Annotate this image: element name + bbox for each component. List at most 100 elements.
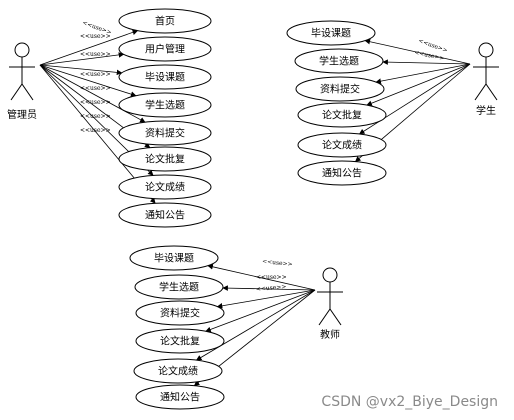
teacher-use-case-4: 论文批复 [135, 328, 225, 354]
admin-use-case-label-7: 论文成绩 [145, 181, 185, 194]
actor-student-head [478, 42, 494, 58]
teacher-use-case-6: 通知公告 [135, 384, 225, 410]
actor-student-label: 学生 [476, 104, 496, 117]
admin-use-case-ellipse-1 [118, 8, 212, 34]
association-lines: <<use>> <<use>> <<use>> <<use>> <<use>> <<use… [39, 19, 471, 387]
student-use-case-label-3: 资料提交 [320, 83, 360, 96]
teacher-stereotype-2: <<use>> [256, 274, 287, 281]
admin-use-case-label-6: 论文批复 [145, 153, 185, 166]
admin-use-case-5: 资料提交 [118, 120, 212, 146]
admin-use-case-3: 毕设课题 [118, 64, 212, 90]
teacher-use-case-label-5: 论文成绩 [158, 365, 198, 378]
admin-use-case-label-8: 通知公告 [145, 209, 185, 222]
admin-stereotype-6: <<use>> [80, 99, 111, 106]
admin-use-case-label-1: 首页 [155, 15, 175, 28]
student-use-case-ellipse-5 [297, 132, 387, 158]
student-association-2 [382, 59, 471, 65]
teacher-use-case-2: 学生选题 [134, 274, 224, 300]
student-use-case-label-1: 毕设课题 [311, 27, 351, 40]
actor-admin-head [14, 42, 30, 58]
student-use-case-label-6: 通知公告 [322, 167, 362, 180]
admin-association-3 [39, 64, 123, 76]
student-association-3 [375, 63, 471, 84]
admin-use-case-1: 首页 [118, 8, 212, 34]
admin-association-4 [39, 64, 137, 97]
teacher-use-case-ellipse-1 [129, 245, 219, 271]
teacher-stereotype-1: <<use>> [262, 258, 293, 268]
admin-use-case-label-3: 毕设课题 [145, 71, 185, 84]
admin-use-case-ellipse-6 [118, 146, 212, 172]
admin-use-case-6: 论文批复 [118, 146, 212, 172]
admin-stereotype-7: <<use>> [80, 113, 111, 120]
teacher-use-case-label-3: 资料提交 [160, 307, 200, 320]
admin-use-case-2: 用户管理 [118, 36, 212, 62]
use-cases: 首页用户管理毕设课题学生选题资料提交论文批复论文成绩通知公告毕设课题学生选题资料… [118, 8, 387, 410]
teacher-use-case-3: 资料提交 [135, 300, 225, 326]
student-use-case-1: 毕设课题 [286, 20, 376, 46]
student-use-case-ellipse-3 [295, 76, 385, 102]
student-use-case-label-2: 学生选题 [319, 55, 359, 68]
admin-use-case-ellipse-2 [118, 36, 212, 62]
admin-stereotype-2: <<use>> [80, 33, 111, 40]
teacher-use-case-1: 毕设课题 [129, 245, 219, 271]
student-association-4 [366, 63, 471, 106]
teacher-association-3 [216, 289, 316, 309]
student-use-case-ellipse-4 [297, 102, 387, 128]
teacher-use-case-ellipse-2 [134, 274, 224, 300]
actor-teacher: 教师 [317, 267, 343, 341]
student-use-case-5: 论文成绩 [297, 132, 387, 158]
watermark-text: CSDN @vx2_Biye_Design [321, 394, 498, 410]
actor-teacher-right-leg [329, 308, 342, 326]
actor-admin: 管理员 [7, 42, 37, 121]
admin-association-5 [39, 64, 146, 123]
teacher-association-2 [222, 285, 316, 291]
student-use-case-4: 论文批复 [297, 102, 387, 128]
teacher-use-case-label-6: 通知公告 [160, 391, 200, 404]
teacher-use-case-label-1: 毕设课题 [154, 252, 194, 265]
teacher-association-5 [195, 289, 316, 361]
actor-student-left-leg [474, 83, 487, 101]
admin-use-case-label-5: 资料提交 [145, 127, 185, 140]
student-use-case-label-5: 论文成绩 [322, 139, 362, 152]
admin-use-case-7: 论文成绩 [118, 174, 212, 200]
admin-use-case-8: 通知公告 [118, 202, 212, 228]
admin-association-1 [39, 29, 139, 66]
admin-use-case-ellipse-3 [118, 64, 212, 90]
student-association-1 [364, 38, 471, 65]
teacher-stereotype-3: <<use>> [256, 283, 287, 293]
student-use-case-ellipse-6 [297, 160, 387, 186]
actor-admin-right-leg [21, 83, 34, 101]
teacher-use-case-ellipse-3 [135, 300, 225, 326]
teacher-use-case-ellipse-4 [135, 328, 225, 354]
teacher-association-1 [207, 264, 316, 291]
actor-teacher-left-leg [318, 308, 331, 326]
admin-stereotype-3: <<use>> [80, 51, 111, 58]
admin-use-case-label-2: 用户管理 [145, 43, 185, 56]
actor-admin-label: 管理员 [7, 108, 37, 121]
admin-stereotype-5: <<use>> [80, 85, 111, 92]
admin-use-case-label-4: 学生选题 [145, 99, 185, 112]
admin-use-case-ellipse-7 [118, 174, 212, 200]
student-use-case-6: 通知公告 [297, 160, 387, 186]
admin-use-case-ellipse-4 [118, 92, 212, 118]
teacher-association-4 [205, 289, 316, 333]
student-use-case-ellipse-2 [294, 48, 384, 74]
teacher-use-case-ellipse-5 [133, 358, 223, 384]
admin-stereotype-4: <<use>> [80, 71, 111, 78]
student-use-case-3: 资料提交 [295, 76, 385, 102]
actor-student: 学生 [473, 42, 499, 117]
actor-teacher-label: 教师 [320, 328, 340, 341]
admin-use-case-ellipse-8 [118, 202, 212, 228]
admin-use-case-4: 学生选题 [118, 92, 212, 118]
student-use-case-ellipse-1 [286, 20, 376, 46]
teacher-use-case-5: 论文成绩 [133, 358, 223, 384]
admin-use-case-ellipse-5 [118, 120, 212, 146]
admin-association-2 [39, 52, 125, 66]
actor-teacher-head [322, 267, 338, 283]
student-use-case-label-4: 论文批复 [322, 109, 362, 122]
teacher-use-case-ellipse-6 [135, 384, 225, 410]
actor-student-right-leg [485, 83, 498, 101]
teacher-use-case-label-4: 论文批复 [160, 335, 200, 348]
